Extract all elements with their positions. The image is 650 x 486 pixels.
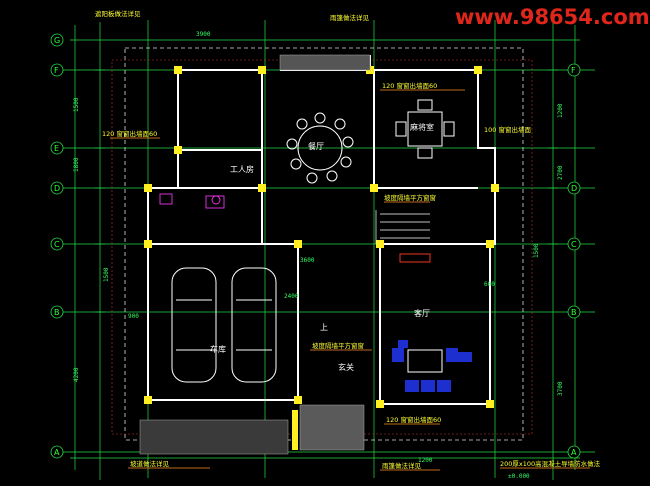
axis-row-b-right: B: [571, 308, 577, 317]
dim-inner-2: 2400: [284, 293, 299, 300]
note-bottom-center: 雨篷做法详见: [382, 461, 422, 470]
dim-right-4: 3700: [557, 381, 564, 396]
watermark-text: www.98654.com: [455, 5, 650, 29]
room-living: 客厅: [414, 308, 430, 318]
note-chess-right: 100 窗窗出墙面: [484, 125, 531, 134]
room-worker: 工人房: [230, 164, 254, 174]
axis-row-d-right: D: [571, 184, 577, 193]
note-top-left: 遮阳板做法详见: [95, 9, 141, 18]
dim-left-1: 1500: [73, 97, 80, 112]
axis-bubbles: [50, 33, 581, 459]
note-top-right-window: 120 窗窗出墙面60: [382, 81, 437, 90]
dim-bottom-1: 1200: [418, 457, 433, 464]
dimension-ticks: [95, 69, 558, 313]
ramp: [139, 419, 289, 455]
walls: [147, 55, 496, 405]
axis-row-c-right: C: [571, 240, 577, 249]
room-dining: 餐厅: [308, 142, 324, 151]
bath-fixtures: [159, 193, 225, 209]
note-bottom-left: 坡道做法详见: [130, 459, 170, 468]
tv-cabinet: [399, 253, 431, 263]
axis-row-d: D: [54, 184, 60, 193]
note-bottom-right: 200厚x100高混凝土导墙防水做法: [500, 459, 601, 468]
room-chess: 麻将室: [410, 122, 434, 132]
note-center: 坡度隔墙平方窗窗: [312, 341, 364, 350]
dim-inner-3: 600: [484, 281, 495, 288]
dim-right-2: 2700: [557, 165, 564, 180]
room-garage: 车库: [210, 344, 226, 354]
entrance-canopy: [299, 404, 365, 451]
note-top-center: 雨篷做法详见: [330, 13, 370, 22]
dim-left-2: 1800: [73, 157, 80, 172]
dim-elev: ±0.000: [508, 473, 530, 480]
dim-left-4: 1500: [103, 267, 110, 282]
dim-inner-1: 900: [128, 313, 139, 320]
axis-row-a: A: [54, 448, 60, 457]
dining-table: [286, 112, 354, 184]
note-bottom-window: 120 窗窗出墙面60: [386, 415, 441, 424]
foyer-up-label: 上: [320, 323, 328, 332]
top-canopy: [279, 54, 371, 71]
axis-row-b: B: [54, 308, 60, 317]
axis-row-c: C: [54, 240, 60, 249]
axis-row-f-right: F: [571, 66, 576, 75]
axis-row-a-right: A: [571, 448, 577, 457]
axis-row-f: F: [54, 66, 59, 75]
columns: [144, 66, 499, 450]
dim-top-1: 3900: [196, 31, 211, 38]
dim-inner-4: 3600: [300, 257, 315, 264]
note-stair: 坡度隔墙平方窗窗: [384, 193, 436, 202]
sofa-set: [392, 340, 472, 392]
dim-right-1: 1200: [557, 103, 564, 118]
garage-cars: [171, 267, 277, 383]
stair: [375, 210, 430, 244]
boundary-outline: [111, 59, 533, 435]
chess-table: [395, 99, 455, 159]
note-left-window: 120 窗窗出墙面60: [102, 129, 157, 138]
leader-lines: [110, 89, 590, 471]
axis-row-e: E: [54, 144, 59, 153]
dim-right-3: 1500: [533, 243, 540, 258]
dim-left-3: 4200: [73, 367, 80, 382]
axis-row-g: G: [54, 36, 60, 45]
room-foyer: 玄关: [338, 362, 354, 372]
